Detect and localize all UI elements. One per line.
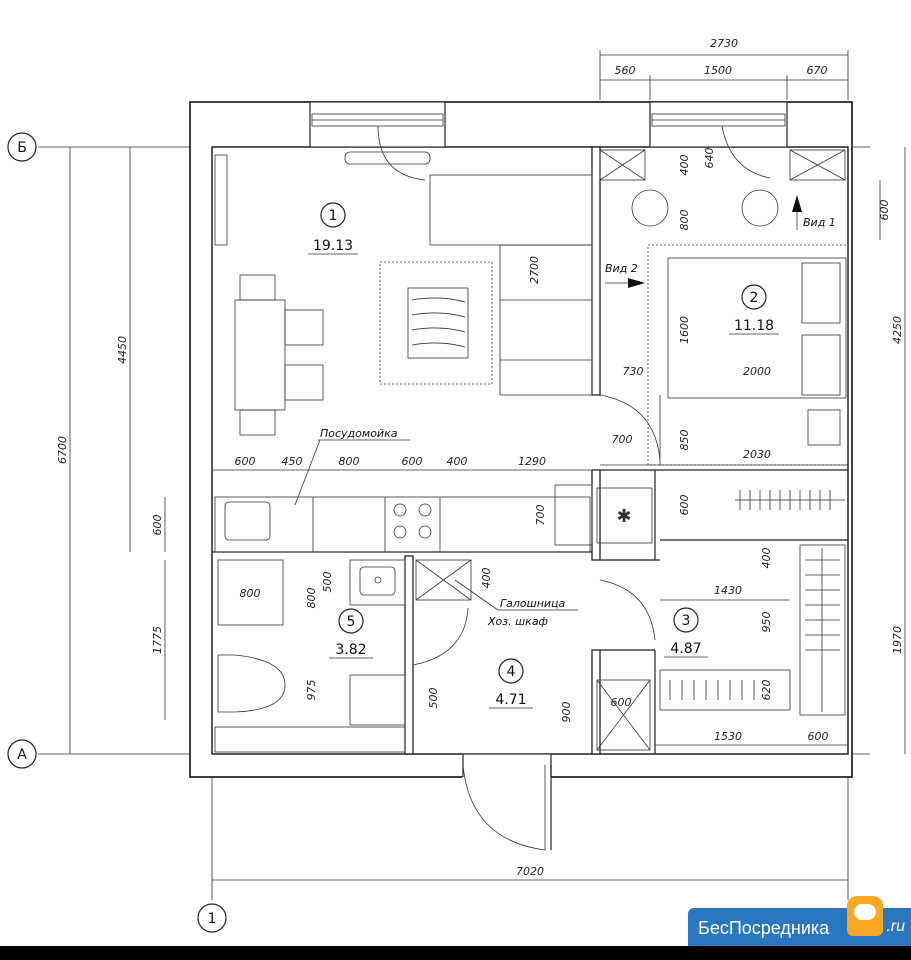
- room-tag-1: 1 19.13: [308, 202, 358, 255]
- axis-marker-b: Б: [7, 132, 37, 162]
- dim-r2-2000: 2000: [743, 365, 771, 378]
- axis-label-a: А: [17, 747, 27, 763]
- label-utility-cabinet: Хоз. шкаф: [487, 615, 548, 628]
- view1-arrow-icon: [792, 195, 802, 212]
- dim-bath-500b: 500: [427, 688, 440, 709]
- dimension-texts: 2730 560 1500 670 7020 6700 4450 600 177…: [56, 37, 904, 878]
- dim-r2-640: 640: [703, 148, 716, 169]
- room-tag-5: 5 3.82: [329, 608, 373, 659]
- axis-marker-a: А: [7, 739, 37, 769]
- brand-logo[interactable]: БесПосредника .ru: [688, 896, 911, 948]
- dim-top-a: 560: [615, 64, 636, 77]
- dim-kitchen-600b: 600: [402, 455, 423, 468]
- dim-r3-1530: 1530: [714, 730, 742, 743]
- dim-top-total: 2730: [710, 37, 738, 50]
- hall-furniture: [415, 559, 651, 751]
- room-3-number: 3: [682, 613, 691, 629]
- room-1-area: 19.13: [313, 238, 353, 254]
- dim-bath-500: 500: [321, 572, 334, 593]
- dim-r2-730: 730: [623, 365, 644, 378]
- label-view1: Вид 1: [803, 216, 836, 229]
- dim-r2-800: 800: [678, 210, 691, 231]
- dim-bath-800b: 800: [305, 588, 318, 609]
- room-1-number: 1: [329, 208, 338, 224]
- dim-right-upper: 4250: [891, 316, 904, 344]
- outer-walls: [189, 101, 853, 851]
- brand-suffix: .ru: [886, 918, 905, 935]
- room-tag-3: 3 4.87: [664, 607, 708, 658]
- dim-r2-2030: 2030: [743, 448, 771, 461]
- dim-r2-850: 850: [678, 430, 691, 451]
- entry-door: [462, 764, 552, 851]
- dim-right-lower: 1970: [891, 626, 904, 654]
- room-5-area: 3.82: [335, 642, 366, 658]
- dim-bath-800a: 800: [240, 587, 261, 600]
- dim-bath-975: 975: [305, 680, 318, 701]
- bathroom-fixtures: [214, 559, 406, 753]
- brand-name: БесПосредника: [698, 917, 830, 938]
- axis-label-1: 1: [208, 911, 217, 927]
- fridge: ✱: [596, 487, 653, 544]
- dim-r2-400: 400: [678, 155, 691, 176]
- room-3-area: 4.87: [670, 641, 701, 657]
- dim-right-small: 600: [878, 200, 891, 221]
- room-tag-2: 2 11.18: [729, 284, 779, 335]
- dim-kitchen-450: 450: [282, 455, 303, 468]
- room-1-furniture: [214, 151, 593, 553]
- room-2-area: 11.18: [734, 318, 774, 334]
- dim-hall-600: 600: [611, 696, 632, 709]
- dim-top-b: 1500: [704, 64, 732, 77]
- room-2-number: 2: [750, 290, 759, 306]
- axis-label-b: Б: [17, 140, 27, 156]
- dim-kitchen-800: 800: [339, 455, 360, 468]
- dim-bottom-total: 7020: [516, 865, 544, 878]
- dim-r3-950: 950: [760, 612, 773, 633]
- dim-hall-900: 900: [560, 702, 573, 723]
- room-tag-4: 4 4.71: [489, 658, 533, 709]
- dim-bath-400: 400: [480, 568, 493, 589]
- label-view2: Вид 2: [605, 262, 638, 275]
- room-4-number: 4: [507, 664, 516, 680]
- room-4-area: 4.71: [495, 692, 526, 708]
- dim-r2-700: 700: [612, 433, 633, 446]
- dim-r3-400: 400: [760, 548, 773, 569]
- dim-fridge-700: 700: [534, 505, 547, 526]
- label-dishwasher: Посудомойка: [320, 427, 398, 440]
- dimension-lines: [69, 50, 906, 881]
- dim-left-total: 6700: [56, 436, 69, 464]
- dim-sofa-2700: 2700: [528, 256, 541, 284]
- dim-r3-1430: 1430: [714, 584, 742, 597]
- window-right: [649, 102, 788, 179]
- axis-marker-1: 1: [197, 903, 227, 933]
- dim-r2-600: 600: [678, 495, 691, 516]
- dim-left-lower: 1775: [151, 626, 164, 654]
- dim-kitchen-600a: 600: [235, 455, 256, 468]
- room-5-number: 5: [347, 614, 356, 630]
- bottom-bar: [0, 946, 911, 960]
- dim-r3-600: 600: [808, 730, 829, 743]
- dim-r3-620: 620: [760, 680, 773, 701]
- dim-kitchen-400: 400: [447, 455, 468, 468]
- dim-r2-1600: 1600: [678, 316, 691, 344]
- labels: Посудомойка Галошница Хоз. шкаф Вид 1 Ви…: [294, 195, 836, 628]
- dim-kitchen-1290: 1290: [518, 455, 546, 468]
- svg-text:✱: ✱: [616, 506, 631, 527]
- dim-left-upper: 4450: [116, 336, 129, 364]
- view2-arrow-icon: [628, 278, 645, 288]
- room-2-furniture: [599, 149, 849, 510]
- door-swings: [412, 394, 661, 666]
- room-3-furniture: [659, 544, 846, 716]
- dim-top-c: 670: [807, 64, 828, 77]
- cat-mascot-icon: [847, 896, 883, 936]
- label-shoe-cabinet: Галошница: [500, 597, 566, 610]
- dim-left-counter: 600: [151, 515, 164, 536]
